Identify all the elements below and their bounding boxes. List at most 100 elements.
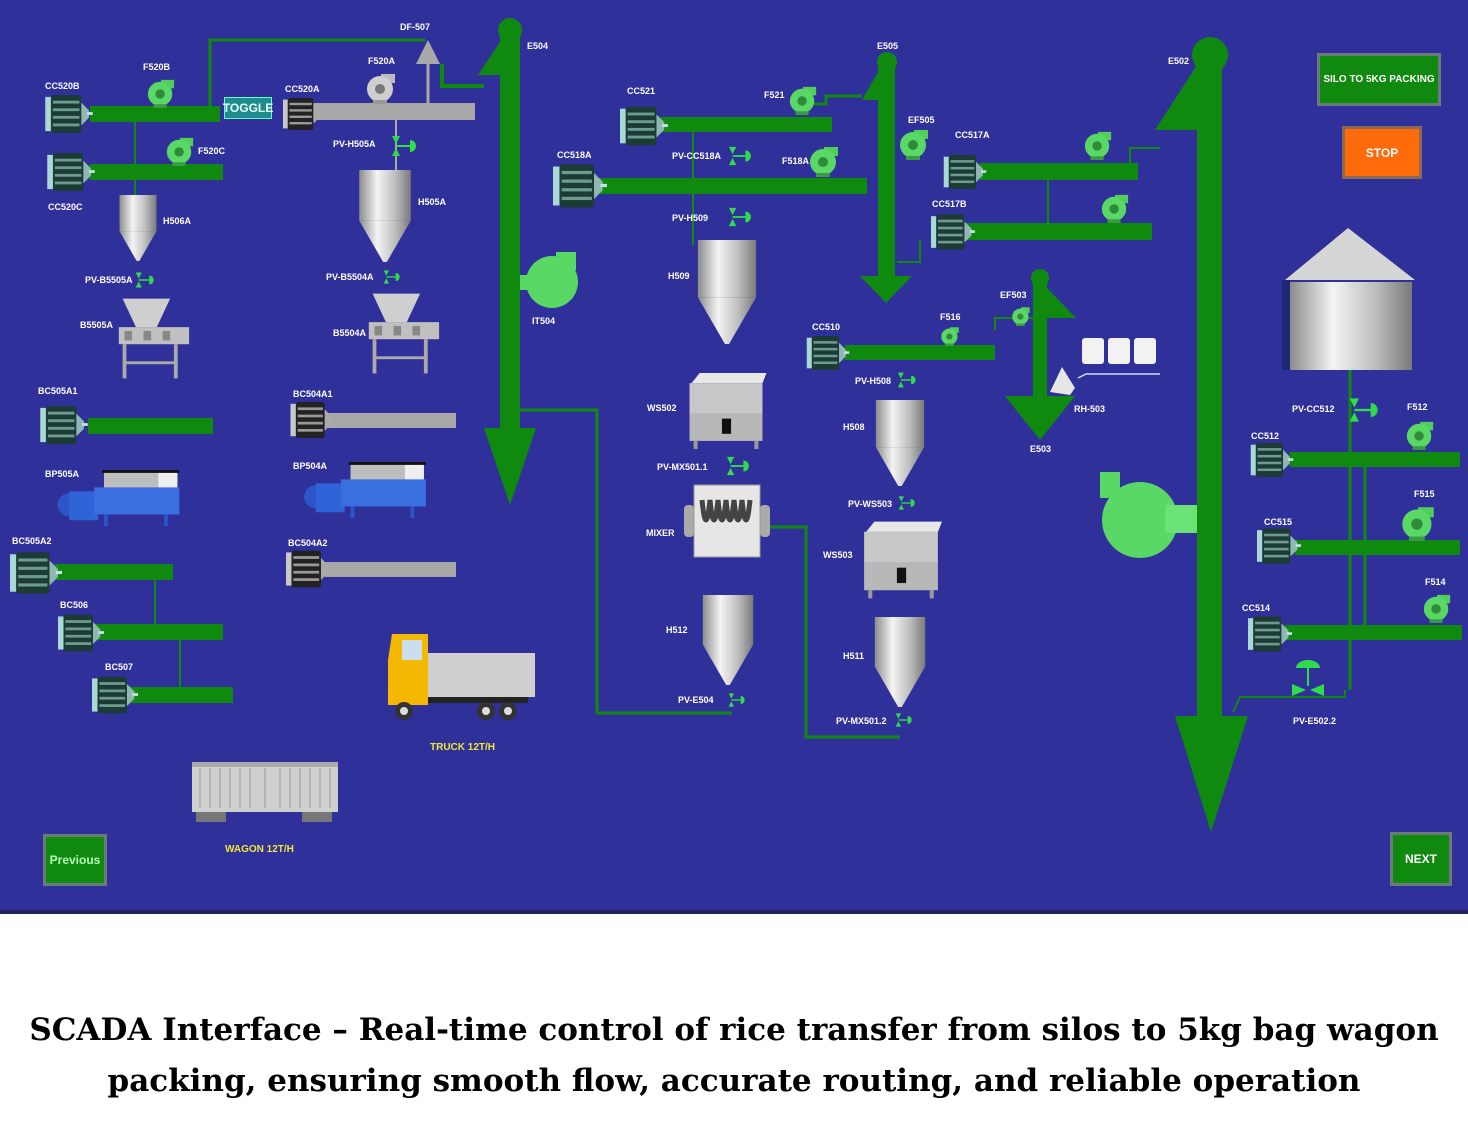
label-bc504a1: BC504A1	[293, 389, 333, 399]
valve-pv-mx501-1[interactable]	[726, 456, 749, 476]
dehuller-b5504a[interactable]	[368, 293, 440, 374]
fan-f518a[interactable]	[810, 147, 838, 177]
fan-f521[interactable]	[789, 86, 817, 115]
label-truck: TRUCK 12T/H	[430, 742, 495, 753]
label-h508: H508	[843, 422, 865, 432]
motor-cc512[interactable]	[1250, 443, 1294, 477]
motor-cc515[interactable]	[1257, 528, 1301, 564]
fan-f520a[interactable]	[367, 74, 395, 104]
dehuller-b5505a[interactable]	[118, 298, 190, 379]
conveyor-bc504a2	[325, 562, 456, 577]
hopper-h509[interactable]	[697, 240, 757, 344]
fan-ef505[interactable]	[900, 130, 928, 160]
fan-f516[interactable]	[941, 327, 959, 346]
valve-pv-b5504a[interactable]	[383, 270, 400, 284]
motor-bc504a1[interactable]	[290, 402, 332, 438]
label-it504: IT504	[532, 316, 555, 326]
valve-pv-h508[interactable]	[897, 372, 916, 388]
conveyor-cc520b	[90, 106, 220, 122]
label-pv-e502-2: PV-E502.2	[1293, 716, 1336, 726]
fan-cc517b[interactable]	[1101, 194, 1129, 223]
hopper-h511[interactable]	[874, 617, 926, 707]
next-button[interactable]: NEXT	[1390, 832, 1452, 886]
label-pv-cc518a: PV-CC518A	[672, 151, 722, 161]
fan-f512[interactable]	[1406, 421, 1434, 450]
fan-f520c[interactable]	[166, 137, 194, 166]
silo	[1282, 228, 1415, 370]
motor-cc517b[interactable]	[931, 214, 975, 250]
valve-pv-ws503[interactable]	[898, 496, 915, 510]
label-ws503: WS503	[823, 550, 853, 560]
label-h506a: H506A	[163, 216, 192, 226]
elevator-e504[interactable]	[478, 18, 536, 505]
valve-pv-e504[interactable]	[728, 693, 745, 707]
label-f512: F512	[1407, 402, 1428, 412]
scale-ws503[interactable]	[864, 521, 942, 599]
label-bc505a1: BC505A1	[38, 386, 78, 396]
fan-ef503[interactable]	[1012, 307, 1030, 326]
motor-cc514[interactable]	[1248, 616, 1292, 652]
conveyor-cc510	[845, 345, 995, 360]
fan-f520b[interactable]	[147, 79, 175, 108]
conveyor-bc505a2	[55, 564, 173, 580]
toggle-button[interactable]: TOGGLE	[223, 97, 273, 119]
label-e503: E503	[1030, 444, 1051, 454]
scale-ws502[interactable]	[689, 373, 767, 449]
silo-to-packing-button[interactable]: SILO TO 5KG PACKING	[1317, 53, 1441, 106]
mixer[interactable]	[684, 484, 770, 558]
label-e504: E504	[527, 41, 548, 51]
conveyor-cc520c	[90, 164, 223, 180]
motor-cc520a[interactable]	[283, 98, 320, 130]
pipe-line	[208, 38, 425, 106]
hopper-h512[interactable]	[702, 595, 754, 685]
figure-caption: SCADA Interface – Real-time control of r…	[0, 1005, 1468, 1107]
panel-bottom-edge	[0, 910, 1468, 914]
elevator-e505[interactable]	[860, 52, 912, 303]
label-pv-mx501-2: PV-MX501.2	[836, 716, 887, 726]
hopper-h505a[interactable]	[359, 170, 411, 262]
valve-pv-mx501-2[interactable]	[895, 713, 912, 727]
truck	[388, 634, 535, 720]
pipe-line	[440, 64, 484, 88]
conveyor-bc506	[95, 624, 223, 640]
fan-f515[interactable]	[1402, 507, 1434, 541]
stop-button[interactable]: STOP	[1342, 126, 1422, 179]
valve-pv-cc512[interactable]	[1349, 398, 1378, 422]
label-cc512: CC512	[1251, 431, 1279, 441]
fan-it504[interactable]	[520, 252, 578, 308]
hopper-h506a[interactable]	[119, 195, 157, 261]
pipe-line	[154, 580, 181, 687]
label-pv-b5505a: PV-B5505A	[85, 275, 133, 285]
motor-cc517a[interactable]	[943, 155, 987, 189]
fan-main[interactable]	[1100, 472, 1197, 558]
label-bc506: BC506	[60, 600, 88, 610]
motor-cc520c[interactable]	[47, 153, 95, 191]
pipe-line	[520, 408, 732, 715]
motor-bc504a2[interactable]	[286, 550, 329, 588]
motor-cc510[interactable]	[806, 336, 850, 370]
fan-cc517a[interactable]	[1084, 131, 1112, 160]
motor-bc507[interactable]	[92, 676, 138, 714]
label-f515: F515	[1414, 489, 1435, 499]
valve-pv-b5505a[interactable]	[135, 272, 154, 288]
motor-bc505a2[interactable]	[10, 552, 62, 594]
conveyor-cc512	[1290, 452, 1460, 467]
elevator-e502[interactable]	[1155, 37, 1248, 832]
motor-cc521[interactable]	[620, 106, 668, 146]
label-bc504a2: BC504A2	[288, 538, 328, 548]
fan-f514[interactable]	[1423, 594, 1451, 623]
motor-bc505a1[interactable]	[40, 406, 88, 444]
elevator-e503[interactable]	[1005, 269, 1076, 440]
valve-pv-h509[interactable]	[728, 207, 751, 227]
label-bc505a2: BC505A2	[12, 536, 52, 546]
label-f518a: F518A	[782, 156, 810, 166]
label-df507: DF-507	[400, 22, 430, 32]
valve-pv-cc518a[interactable]	[728, 146, 751, 166]
motor-bc506[interactable]	[58, 614, 104, 652]
previous-button[interactable]: Previous	[43, 834, 107, 886]
valve-pv-e502-2[interactable]	[1292, 660, 1324, 696]
hopper-h508[interactable]	[875, 400, 925, 486]
motor-cc518a[interactable]	[553, 164, 607, 208]
motor-cc520b[interactable]	[45, 95, 93, 133]
label-pv-h505a: PV-H505A	[333, 139, 376, 149]
